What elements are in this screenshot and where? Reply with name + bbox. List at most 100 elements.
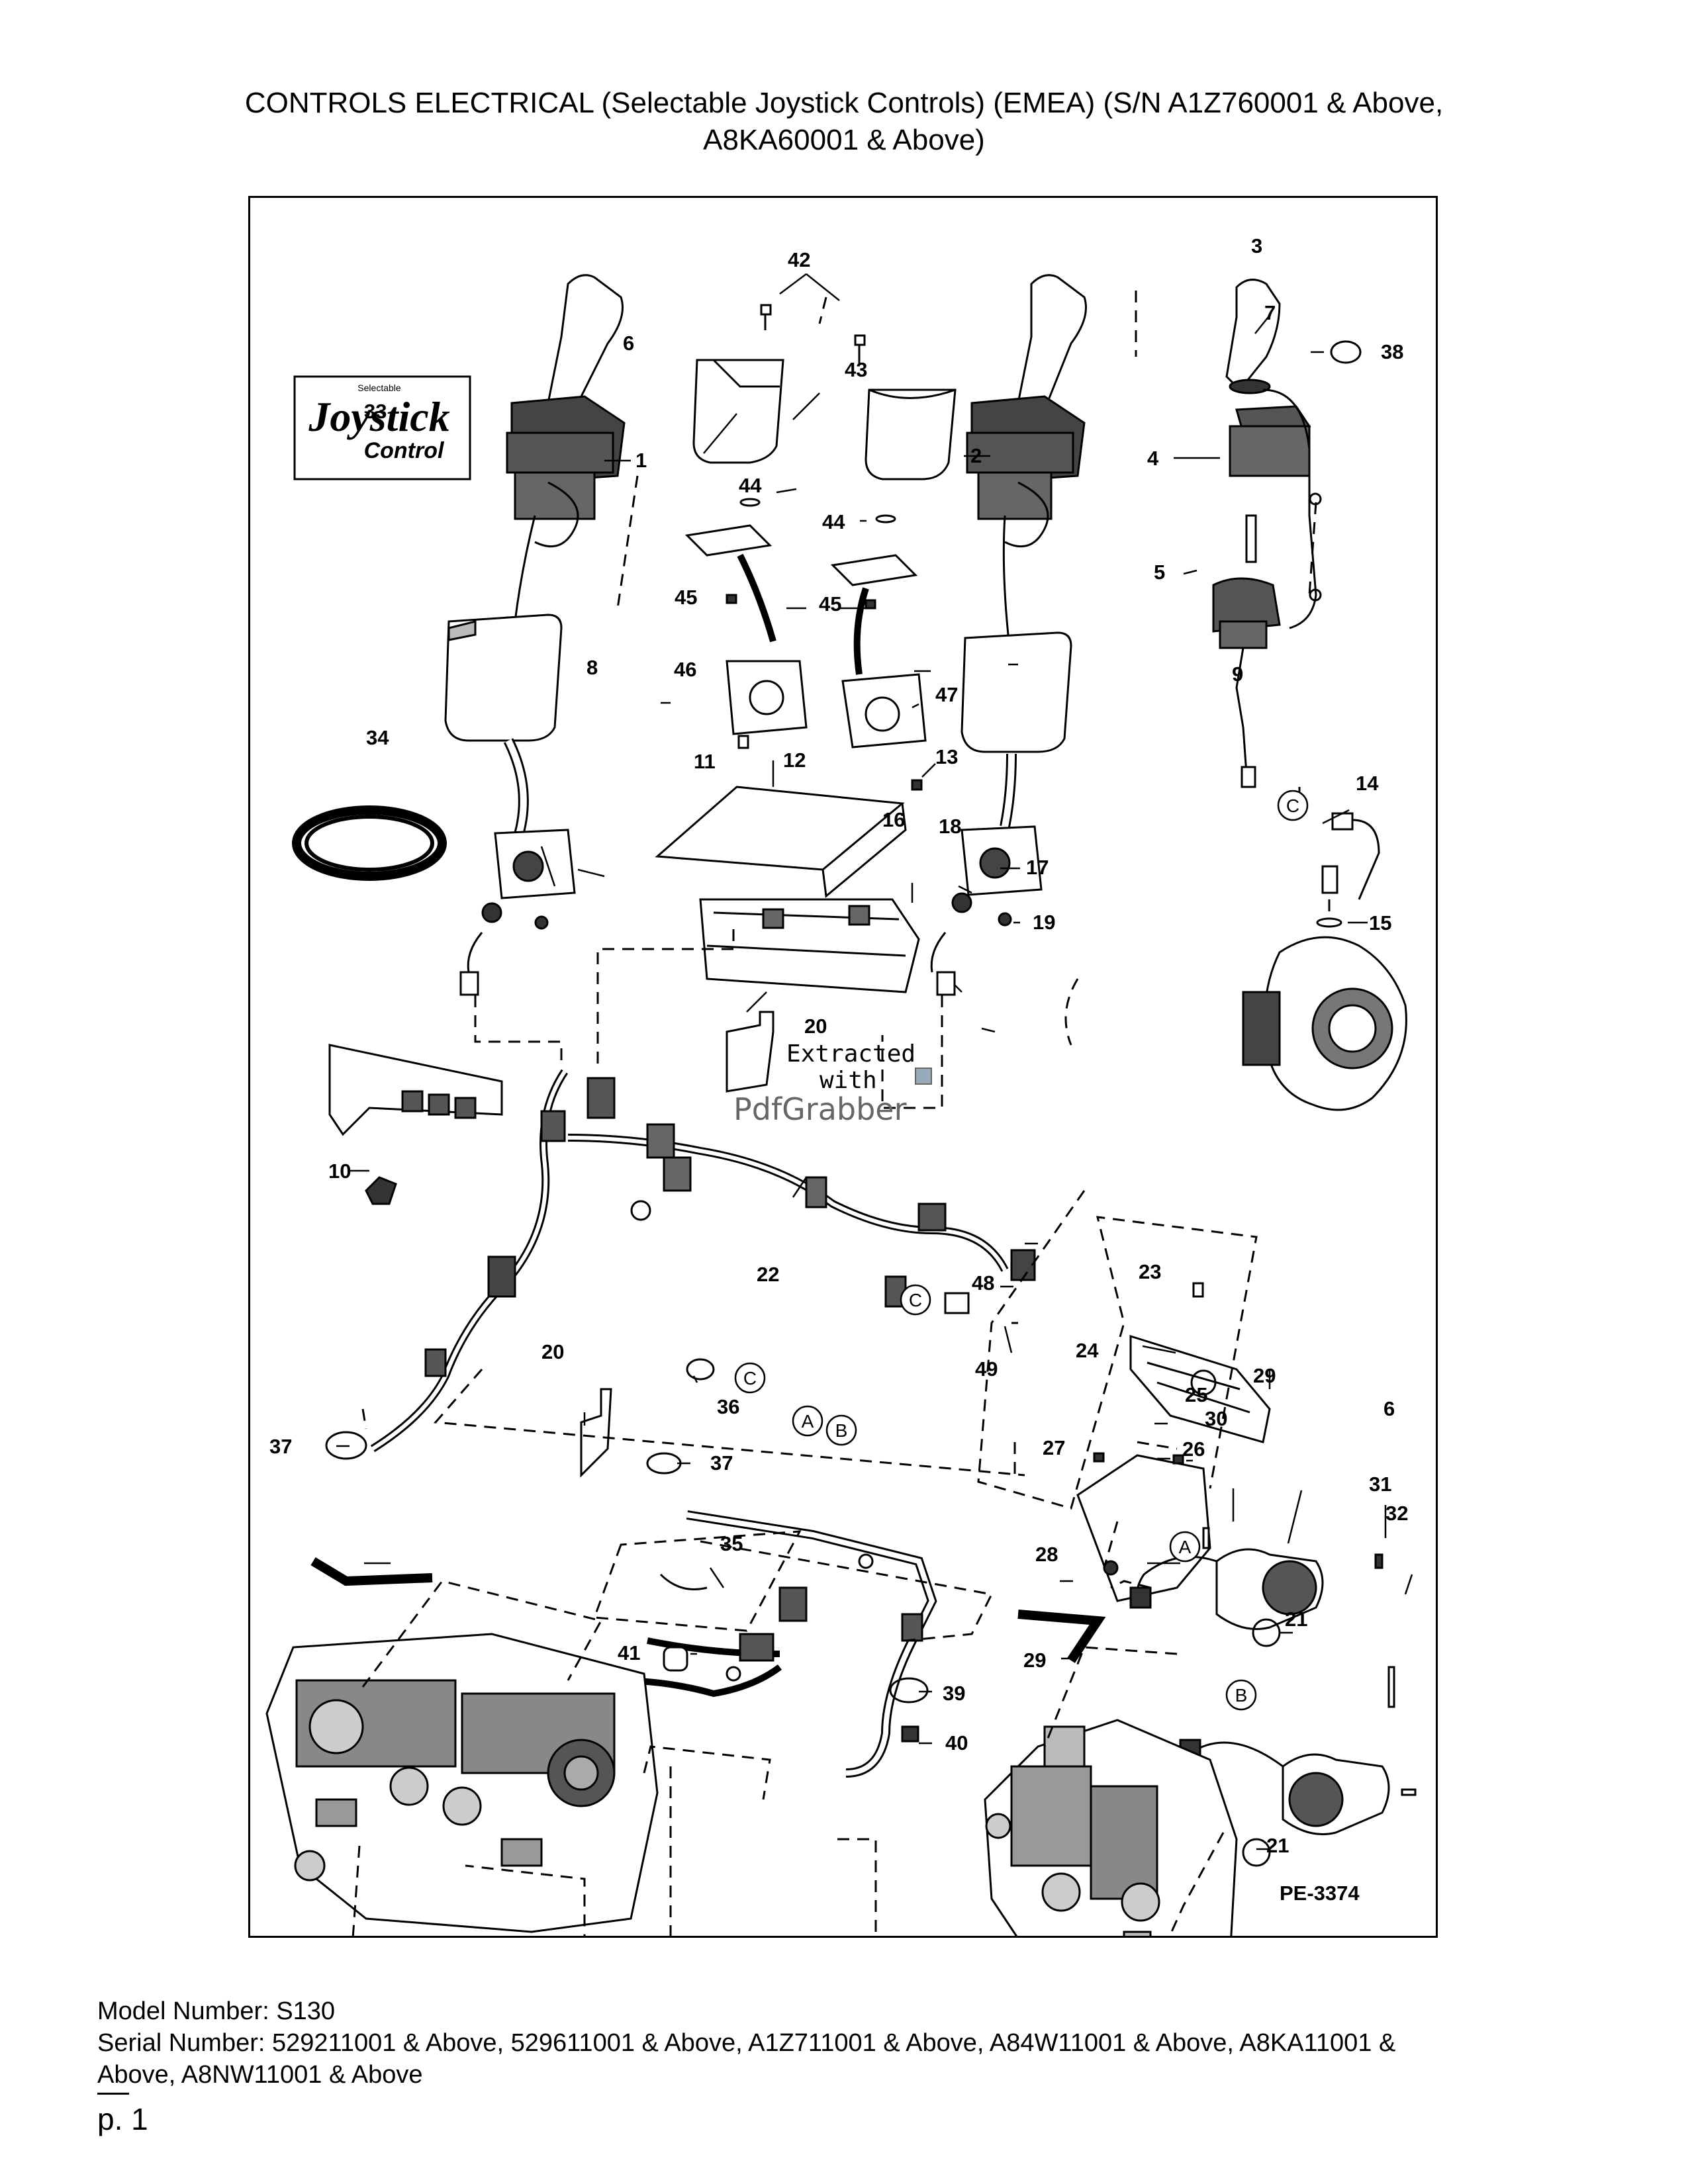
callout-34: 34: [366, 726, 389, 749]
hydrostatic-pump: [265, 1633, 659, 1933]
callout-8: 8: [586, 656, 598, 679]
callout-35: 35: [720, 1532, 743, 1555]
svg-text:A: A: [1179, 1537, 1192, 1557]
decal-line-1: Joystick: [308, 393, 449, 440]
callout-22: 22: [757, 1263, 779, 1286]
connector-marker-b: B: [825, 1414, 857, 1446]
callout-6: 6: [1383, 1397, 1395, 1420]
model-number: Model Number: S130: [97, 1997, 336, 2025]
connector-marker-a: A: [1169, 1531, 1201, 1563]
callout-49: 49: [975, 1357, 998, 1381]
connector-marker-c: C: [734, 1362, 766, 1394]
svg-text:C: C: [1286, 796, 1299, 816]
center-boots: [684, 304, 957, 749]
callout-19: 19: [1033, 911, 1055, 934]
footer-rule: [97, 2093, 129, 2095]
callout-14: 14: [1356, 772, 1379, 795]
page-title: CONTROLS ELECTRICAL (Selectable Joystick…: [99, 85, 1589, 159]
callout-29: 29: [1253, 1364, 1276, 1387]
auxiliary-joystick-assembly: [1212, 279, 1322, 788]
callout-6: 6: [623, 332, 634, 355]
connector-marker-c: C: [900, 1284, 931, 1316]
callout-3: 3: [1251, 234, 1262, 257]
watermark-line-3: PdfGrabber: [733, 1091, 907, 1127]
exploded-parts-diagram: Selectable Joystick Control: [265, 234, 1417, 1936]
callout-5: 5: [1154, 561, 1165, 584]
watermark-line-2: with: [820, 1067, 877, 1094]
cable-tie-right: [646, 1452, 682, 1475]
callout-21: 21: [1285, 1608, 1307, 1631]
svg-text:B: B: [835, 1420, 848, 1441]
callout-32: 32: [1385, 1502, 1408, 1525]
callout-2: 2: [970, 444, 982, 467]
ring-38: [1330, 340, 1362, 364]
callout-11: 11: [694, 750, 716, 773]
callout-48: 48: [972, 1271, 994, 1295]
callout-10: 10: [328, 1160, 351, 1183]
harness-bracket-lower: [580, 1388, 612, 1478]
switch-panel: [328, 1044, 503, 1205]
connector-marker-b: B: [1225, 1679, 1257, 1711]
left-joystick-assembly: [506, 274, 626, 622]
control-valve: [984, 1719, 1238, 1936]
callout-24: 24: [1076, 1339, 1099, 1362]
callout-20: 20: [541, 1340, 564, 1363]
callout-33: 33: [364, 400, 387, 423]
callout-44: 44: [822, 510, 845, 533]
controller-module: [655, 735, 923, 993]
callout-47: 47: [935, 683, 958, 706]
serial-number-line-2: Above, A8NW11001 & Above: [97, 2061, 423, 2089]
callout-13: 13: [935, 745, 958, 768]
valve-bracket: [1076, 1282, 1271, 1602]
callout-15: 15: [1369, 911, 1391, 934]
wire-harness-coil: [292, 805, 447, 881]
right-mount-plate: [930, 825, 1043, 996]
callout-9: 9: [1232, 662, 1243, 686]
callout-18: 18: [939, 815, 961, 838]
callout-27: 27: [1043, 1436, 1065, 1459]
clip-36: [686, 1358, 715, 1381]
callout-28: 28: [1035, 1543, 1058, 1566]
callout-4: 4: [1147, 447, 1159, 470]
callout-23: 23: [1139, 1260, 1161, 1283]
clamp-41: [663, 1646, 688, 1672]
svg-text:C: C: [743, 1368, 757, 1388]
callout-17: 17: [1026, 856, 1049, 879]
harness-bracket-upper: [726, 1011, 774, 1093]
footer: Model Number: S130 Serial Number: 529211…: [97, 1995, 1587, 2091]
callout-31: 31: [1369, 1473, 1391, 1496]
joystick-decal: [293, 375, 471, 480]
watermark: Extracted with PdfGrabber: [733, 1040, 932, 1127]
watermark-line-1: Extracted: [786, 1040, 915, 1068]
solenoid-lower: [1179, 1666, 1417, 1867]
cable-tie-left: [325, 1431, 367, 1460]
callout-25: 25: [1185, 1383, 1207, 1406]
connector-marker-a: A: [792, 1405, 823, 1437]
callout-21: 21: [1266, 1834, 1289, 1857]
title-line-2: A8KA60001 & Above): [703, 124, 985, 156]
callout-39: 39: [943, 1682, 965, 1705]
callout-45: 45: [819, 592, 841, 615]
solenoid-upper: [1129, 1527, 1383, 1647]
callout-45: 45: [675, 586, 697, 609]
callout-41: 41: [618, 1641, 640, 1664]
hex-key-left: [310, 1557, 433, 1586]
connector-48: [944, 1292, 970, 1314]
callout-1: 1: [635, 449, 647, 472]
page-number: p. 1: [97, 2102, 148, 2136]
pump-harness: [614, 1510, 937, 1778]
callout-40: 40: [945, 1731, 968, 1754]
main-wiring-harness: [370, 1069, 1036, 1453]
callout-43: 43: [845, 358, 867, 381]
svg-text:A: A: [802, 1411, 814, 1432]
callout-37: 37: [269, 1435, 292, 1458]
diagram-frame: Selectable Joystick Control: [248, 196, 1438, 1938]
callout-42: 42: [788, 248, 810, 271]
right-lower-boot: [961, 631, 1072, 828]
callout-37: 37: [710, 1451, 733, 1475]
callout-7: 7: [1264, 301, 1276, 324]
serial-number-line-1: Serial Number: 529211001 & Above, 529611…: [97, 2029, 1396, 2057]
callout-46: 46: [674, 658, 696, 681]
title-line-1: CONTROLS ELECTRICAL (Selectable Joystick…: [244, 87, 1444, 119]
svg-text:C: C: [909, 1290, 922, 1310]
